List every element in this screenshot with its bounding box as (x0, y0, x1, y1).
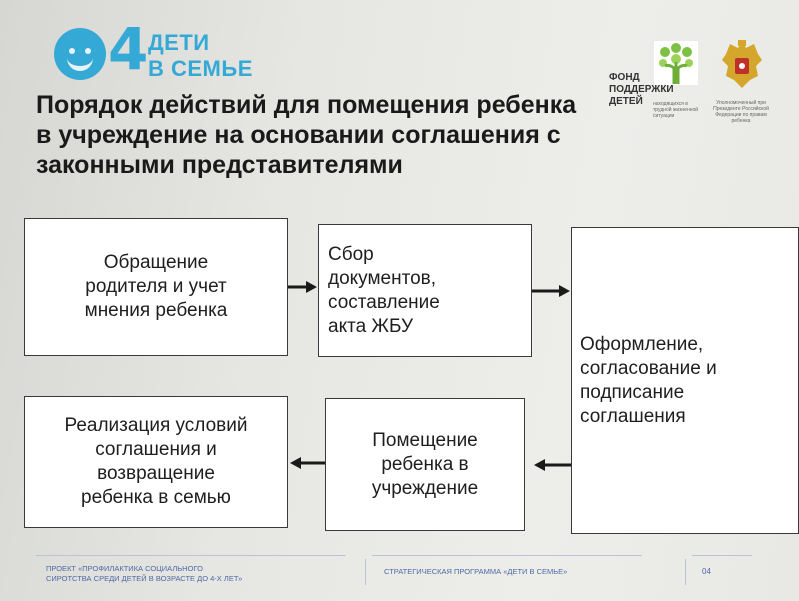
footer-divider (372, 555, 642, 556)
arrow-left-icon (290, 457, 325, 469)
footer-separator (685, 559, 686, 585)
slide-title: Порядок действий для помещения ребенка в… (36, 91, 577, 179)
logo-text: ДЕТИ В СЕМЬЕ (148, 30, 253, 81)
footer-divider (36, 555, 346, 556)
step-implementation-text: Реализация условий соглашения и возвраще… (64, 415, 248, 508)
step-implementation: Реализация условий соглашения и возвраще… (24, 396, 288, 528)
step-appeal-text: Обращение родителя и учет мнения ребенка (84, 252, 228, 321)
step-appeal: Обращение родителя и учет мнения ребенка (24, 218, 288, 356)
page-number: 04 (702, 567, 711, 576)
eye-icon (69, 48, 75, 54)
logo-number: 4 (108, 15, 149, 83)
tree-icon (654, 41, 698, 85)
step-agreement-text: Оформление, согласование и подписание со… (580, 333, 717, 427)
footer-separator (365, 559, 366, 585)
step-documents-text: Сбор документов, составление акта ЖБУ (328, 243, 440, 337)
footer-program: СТРАТЕГИЧЕСКАЯ ПРОГРАММА «ДЕТИ В СЕМЬЕ» (384, 567, 568, 576)
project-logo: 4 ДЕТИ В СЕМЬЕ (54, 20, 269, 88)
fund-subtitle: находящихся в трудной жизненной ситуации (653, 101, 699, 119)
footer-divider (692, 555, 752, 556)
step-documents: Сбор документов, составление акта ЖБУ (318, 224, 532, 357)
footer-project: ПРОЕКТ «ПРОФИЛАКТИКА СОЦИАЛЬНОГО СИРОТСТ… (46, 564, 243, 583)
coat-of-arms-icon (722, 40, 762, 88)
step-placement-text: Помещение ребенка в учреждение (371, 429, 479, 499)
eye-icon (85, 48, 91, 54)
step-agreement: Оформление, согласование и подписание со… (571, 227, 799, 534)
arrow-right-icon (288, 281, 317, 293)
fund-name: ФОНД ПОДДЕРЖКИ ДЕТЕЙ (609, 72, 674, 107)
child-face-icon (54, 28, 106, 80)
step-placement: Помещение ребенка в учреждение (325, 398, 525, 531)
arrow-left-icon (534, 459, 571, 471)
arrow-right-icon (532, 285, 570, 297)
ombudsman-caption: Уполномоченный при Президенте Российской… (713, 100, 769, 124)
fund-logo: ФОНД ПОДДЕРЖКИ ДЕТЕЙ находящихся в трудн… (607, 40, 707, 135)
